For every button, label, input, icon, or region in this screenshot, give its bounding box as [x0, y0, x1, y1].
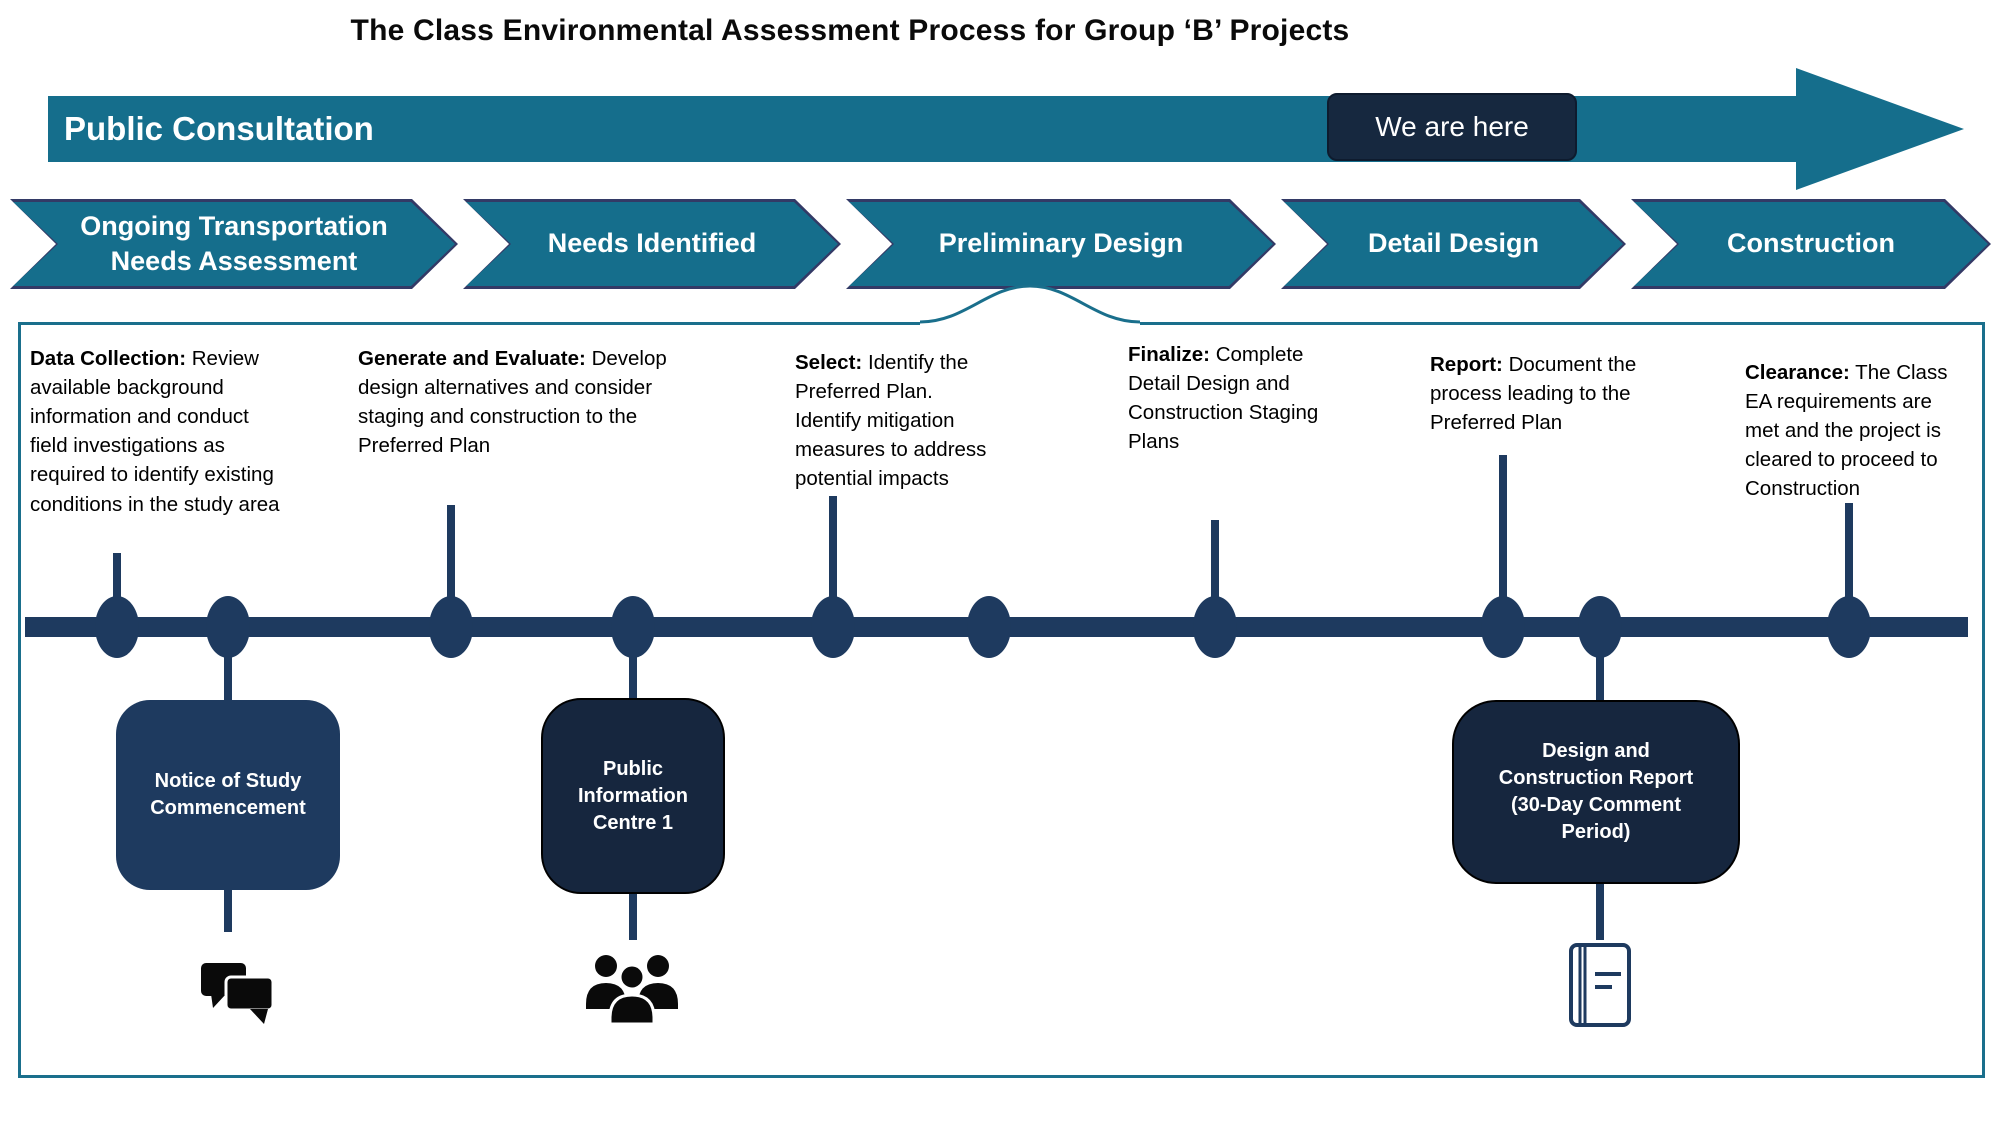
timeline-dot	[611, 596, 655, 658]
timeline-dot	[811, 596, 855, 658]
timeline-stem	[1845, 503, 1853, 617]
timeline-dot	[1193, 596, 1237, 658]
timeline-stem	[447, 505, 455, 617]
timeline-stem	[1211, 520, 1219, 617]
timeline-stem	[629, 892, 637, 940]
stage-chevron-preliminary-design: Preliminary Design	[846, 199, 1276, 289]
panel-pointer-bump	[920, 284, 1140, 327]
step-generate-evaluate: Generate and Evaluate: Develop design al…	[358, 347, 667, 458]
stage-chevron-construction: Construction	[1631, 199, 1991, 289]
step-clearance: Clearance: The Class EA requirements are…	[1745, 361, 1948, 501]
step-finalize: Finalize: Complete Detail Design and Con…	[1128, 343, 1319, 454]
step-select: Select: Identify the Preferred Plan. Ide…	[795, 351, 987, 491]
timeline-stem	[224, 890, 232, 932]
step-data-collection: Data Collection: Review available backgr…	[30, 347, 280, 516]
timeline-stem	[1596, 882, 1604, 940]
report-document-icon	[1569, 943, 1631, 1027]
milestone-design-construction-report: Design and Construction Report (30-Day C…	[1452, 700, 1740, 884]
timeline-stem	[629, 650, 637, 698]
we-are-here-label: We are here	[1375, 111, 1529, 142]
people-group-icon	[586, 955, 678, 1026]
timeline-stem	[224, 650, 232, 700]
timeline-dot	[429, 596, 473, 658]
stage-chevron-needs-identified: Needs Identified	[463, 199, 841, 289]
timeline-dot	[1481, 596, 1525, 658]
banner-label: Public Consultation	[64, 110, 374, 147]
timeline-stem	[1596, 650, 1604, 700]
step-report: Report: Document the process leading to …	[1430, 353, 1637, 435]
stage-chevron-needs-assessment: Ongoing Transportation Needs Assessment	[10, 199, 458, 289]
milestone-public-information-centre-1: Public Information Centre 1	[541, 698, 725, 894]
timeline-stem	[829, 496, 837, 617]
timeline-dot	[206, 596, 250, 658]
we-are-here-badge: We are here	[1327, 93, 1577, 161]
page-title: The Class Environmental Assessment Proce…	[350, 14, 1350, 47]
timeline-dot	[1827, 596, 1871, 658]
timeline-stem	[113, 553, 121, 617]
timeline-dot	[967, 596, 1011, 658]
speech-bubbles-icon	[201, 963, 275, 1024]
banner-arrowhead-icon	[1796, 68, 1964, 190]
timeline-dot	[1578, 596, 1622, 658]
timeline-stem	[1499, 455, 1507, 617]
milestone-notice-of-study-commencement: Notice of Study Commencement	[116, 700, 340, 890]
stage-chevron-detail-design: Detail Design	[1281, 199, 1626, 289]
timeline-dot	[95, 596, 139, 658]
